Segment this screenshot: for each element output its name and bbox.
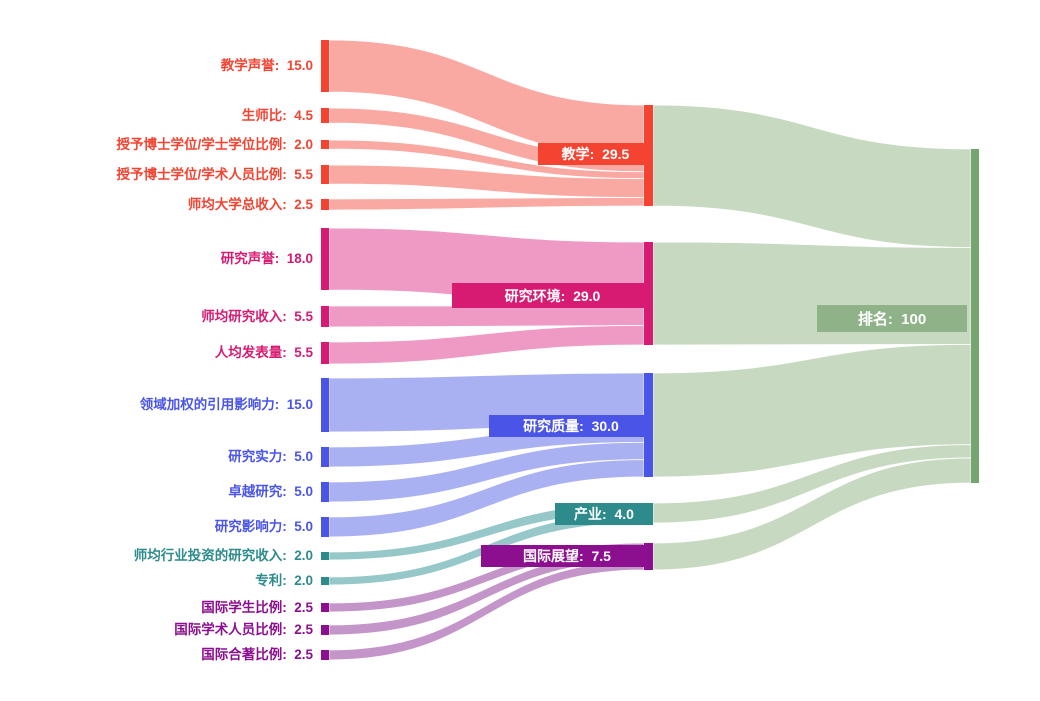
sankey-node-patents [321, 577, 329, 585]
indicator-label-res_income: 师均研究收入: 5.5 [201, 308, 313, 324]
sankey-node-intl_students [321, 603, 329, 612]
node-label-box-res_env: 研究环境: 29.0 [452, 283, 653, 308]
sankey-node-res_influence [321, 517, 329, 537]
sankey-node-rank [971, 149, 979, 483]
sankey-node-teach_rep [321, 40, 329, 92]
sankey-node-intl_staff [321, 625, 329, 635]
indicator-label-intl_staff: 国际学术人员比例: 2.5 [174, 622, 313, 637]
sankey-node-pubs [321, 342, 329, 364]
node-label-box-rank: 排名: 100 [817, 305, 967, 332]
indicator-label-intl_students: 国际学生比例: 2.5 [201, 599, 313, 615]
sankey-node-res_rep [321, 228, 329, 290]
indicator-label-teach_rep: 教学声誉: 15.0 [220, 58, 313, 73]
indicator-label-fwci: 领域加权的引用影响力: 15.0 [139, 397, 313, 412]
sankey-node-doc_bach [321, 140, 329, 149]
sankey-node-inst_income [321, 199, 329, 210]
indicator-label-res_strength: 研究实力: 5.0 [228, 449, 313, 464]
indicator-label-patents: 专利: 2.0 [255, 573, 313, 588]
sankey-link-res_income-res_env [328, 305, 645, 328]
node-label-box-industry: 产业: 4.0 [555, 503, 653, 525]
sankey-node-res_strength [321, 447, 329, 467]
sankey-link-inst_income-teaching [328, 197, 645, 211]
indicator-label-res_influence: 研究影响力: 5.0 [214, 519, 313, 534]
sankey-node-ssr [321, 108, 329, 123]
sankey-node-res_excellence [321, 482, 329, 502]
sankey-link-teaching-rank [652, 104, 972, 248]
node-label-box-intl_outlook: 国际展望: 7.5 [481, 545, 653, 567]
indicator-label-res_excellence: 卓越研究: 5.0 [228, 484, 313, 499]
indicator-label-intl_coauthor: 国际合著比例: 2.5 [201, 647, 313, 662]
sankey-node-res_income [321, 306, 329, 327]
sankey-link-pubs-res_env [328, 325, 645, 365]
indicator-label-doc_staff: 授予博士学位/学术人员比例: 5.5 [116, 166, 313, 182]
indicator-label-inst_income: 师均大学总收入: 2.5 [187, 196, 313, 212]
sankey-node-fwci [321, 378, 329, 432]
indicator-label-pubs: 人均发表量: 5.5 [214, 345, 313, 360]
indicator-label-industry_income: 师均行业投资的研究收入: 2.0 [133, 548, 313, 563]
sankey-node-doc_staff [321, 165, 329, 184]
node-label-box-res_quality: 研究质量: 30.0 [489, 415, 653, 437]
sankey-node-industry_income [321, 552, 329, 560]
indicator-label-ssr: 生师比: 4.5 [241, 107, 313, 123]
indicator-label-res_rep: 研究声誉: 18.0 [220, 251, 313, 266]
sankey-node-intl_coauthor [321, 650, 329, 660]
node-label-box-teaching: 教学: 29.5 [538, 143, 653, 165]
indicator-label-doc_bach: 授予博士学位/学士学位比例: 2.0 [116, 136, 313, 152]
